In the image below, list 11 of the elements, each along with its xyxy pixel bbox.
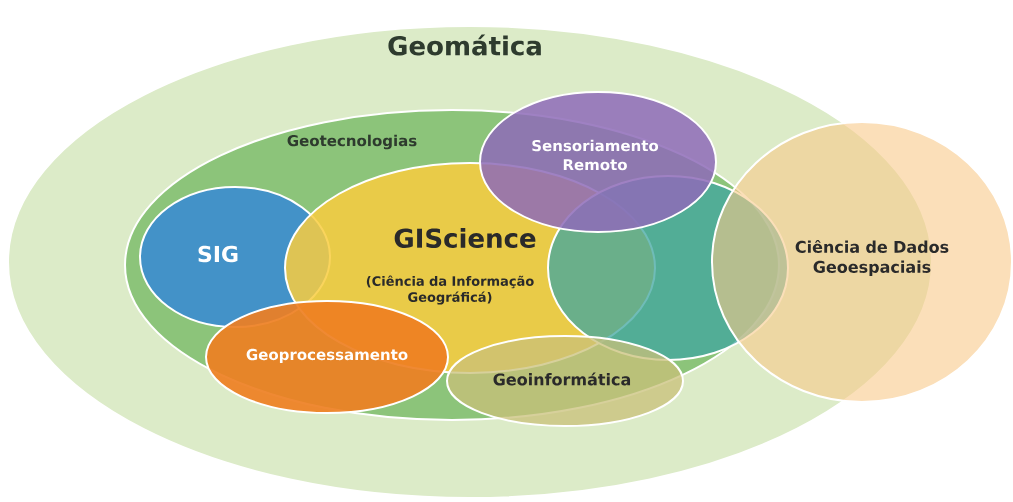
ellipse [711,121,1013,403]
label: Ciência de Dados Geoespaciais [795,239,949,277]
subtitle: (Ciência da Informação Geográficá) [366,275,534,305]
label: Sensoriamento Remoto [532,139,659,171]
heading: Geomática [388,34,541,56]
heading: Geotecnologias [287,134,417,150]
label: GIScience [394,227,536,249]
ellipse [446,335,684,427]
label: SIG [198,245,238,263]
label: Geoinformática [493,372,631,386]
label: Geoprocessamento [246,348,408,364]
